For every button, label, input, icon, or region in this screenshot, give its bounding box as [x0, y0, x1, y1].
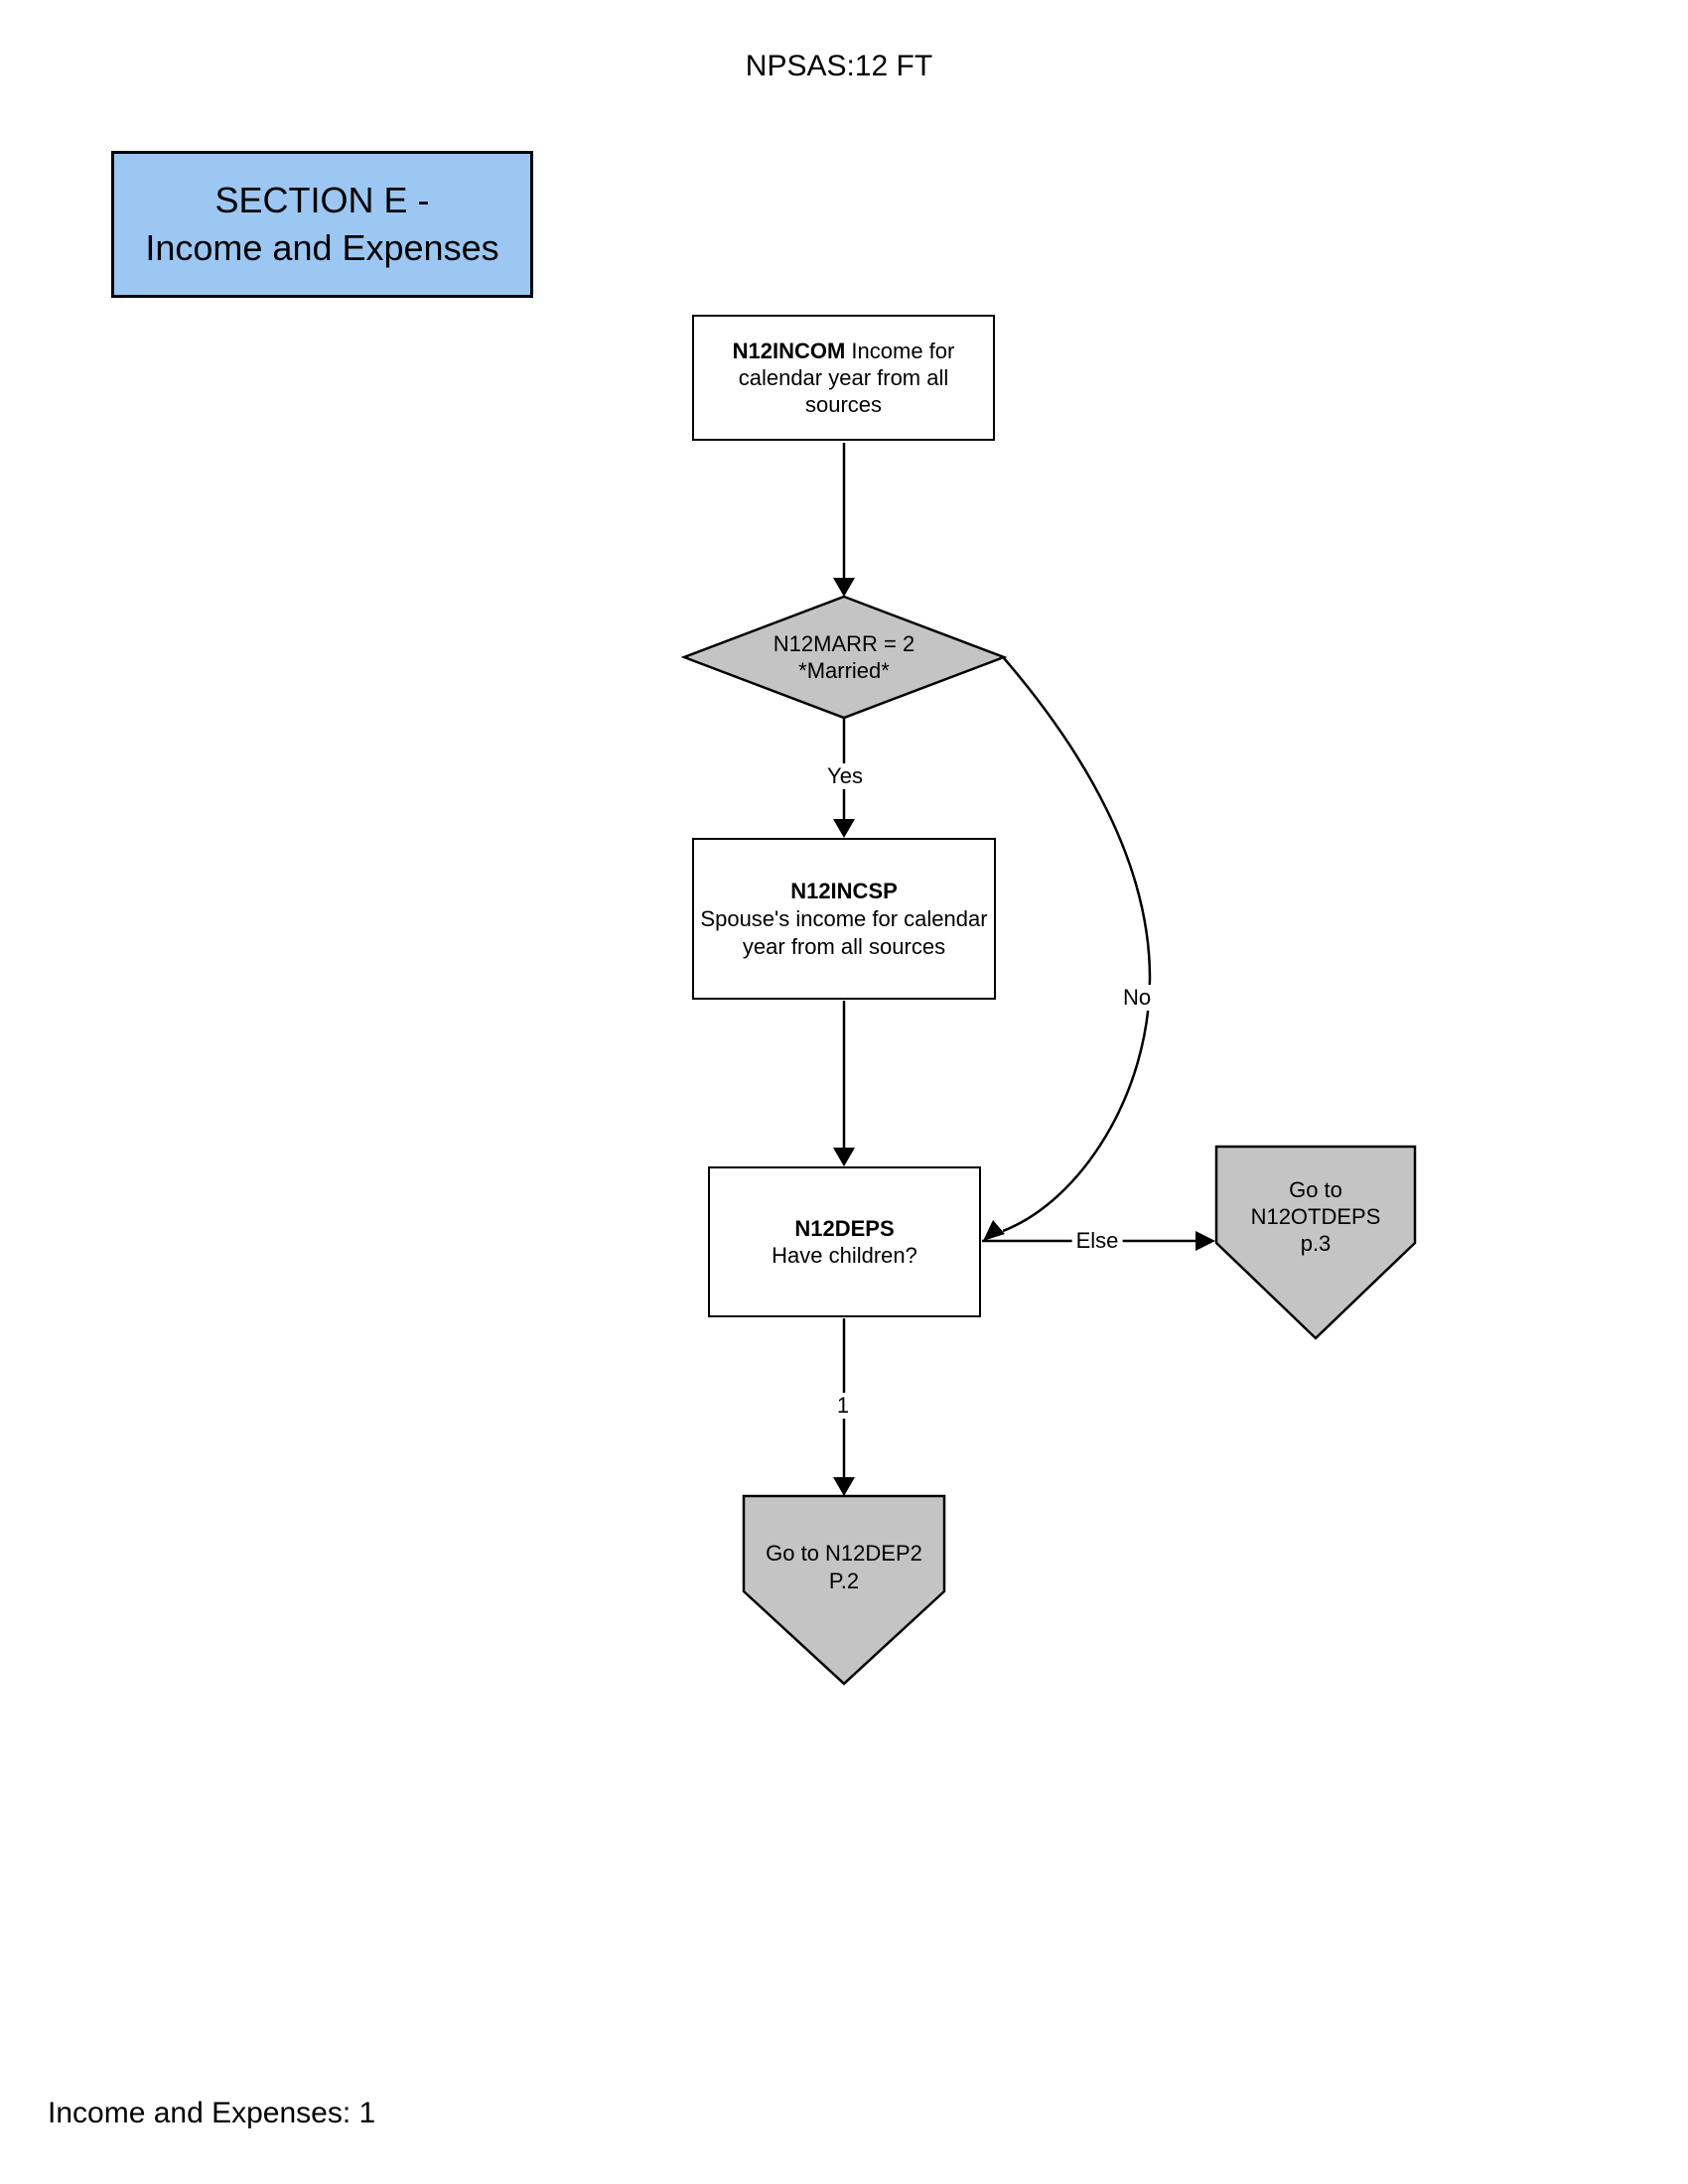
- page-title: NPSAS:12 FT: [745, 50, 933, 82]
- edge-label-yes: Yes: [823, 763, 867, 789]
- goto-otdeps-line3: p.3: [1300, 1231, 1332, 1256]
- node-n12incsp-code: N12INCSP: [790, 878, 898, 903]
- node-goto-dep2-label: Go to N12DEP2 P.2: [744, 1540, 944, 1595]
- node-n12incsp-line2: Spouse's income for calendar: [700, 905, 988, 931]
- node-n12incsp: N12INCSP Spouse's income for calendar ye…: [692, 838, 996, 1000]
- node-n12incom-line2: calendar year from all: [738, 365, 949, 390]
- goto-dep2-line1: Go to N12DEP2: [766, 1541, 922, 1566]
- arrowhead-into-dep2: [833, 1477, 855, 1496]
- node-n12incom-line1: N12INCOM Income for: [733, 338, 955, 364]
- goto-dep2-line2: P.2: [828, 1569, 860, 1593]
- arrowhead-into-diamond: [833, 578, 855, 597]
- connector-no-curve: [1002, 657, 1152, 1233]
- node-n12deps-code: N12DEPS: [794, 1216, 895, 1241]
- node-n12incom: N12INCOM Income for calendar year from a…: [692, 315, 995, 441]
- goto-otdeps-line1: Go to: [1289, 1177, 1342, 1202]
- page-footer: Income and Expenses: 1: [48, 2097, 376, 2129]
- edge-label-one: 1: [832, 1393, 854, 1419]
- section-banner-line2: Income and Expenses: [145, 227, 499, 268]
- node-n12incom-line3: sources: [804, 392, 883, 417]
- node-n12incom-code: N12INCOM: [732, 339, 846, 363]
- pentagon-goto-dep2-shape: [742, 1494, 946, 1686]
- node-goto-otdeps-label: Go to N12OTDEPS p.3: [1216, 1176, 1415, 1257]
- node-n12incsp-line3: year from all sources: [742, 933, 946, 959]
- edge-label-no: No: [1118, 985, 1156, 1011]
- node-n12marr-line1: N12MARR = 2: [773, 631, 915, 656]
- section-banner: SECTION E - Income and Expenses: [111, 151, 533, 298]
- node-n12deps-line2: Have children?: [772, 1243, 917, 1268]
- arrowhead-no-into-deps: [983, 1220, 1005, 1241]
- pentagon-goto-otdeps-shape: [1214, 1145, 1417, 1340]
- edge-label-else: Else: [1071, 1228, 1123, 1254]
- node-n12marr-line2: *Married*: [798, 658, 890, 683]
- node-n12incom-line1-rest: Income for: [845, 339, 955, 363]
- arrowhead-into-deps: [833, 1148, 855, 1166]
- arrowhead-into-incsp: [833, 819, 855, 838]
- section-banner-line1: SECTION E -: [214, 180, 430, 220]
- node-n12marr-label: N12MARR = 2 *Married*: [684, 597, 1004, 718]
- arrowhead-into-otdeps: [1196, 1231, 1215, 1251]
- goto-otdeps-line2: N12OTDEPS: [1250, 1204, 1381, 1229]
- node-n12deps: N12DEPS Have children?: [708, 1166, 981, 1317]
